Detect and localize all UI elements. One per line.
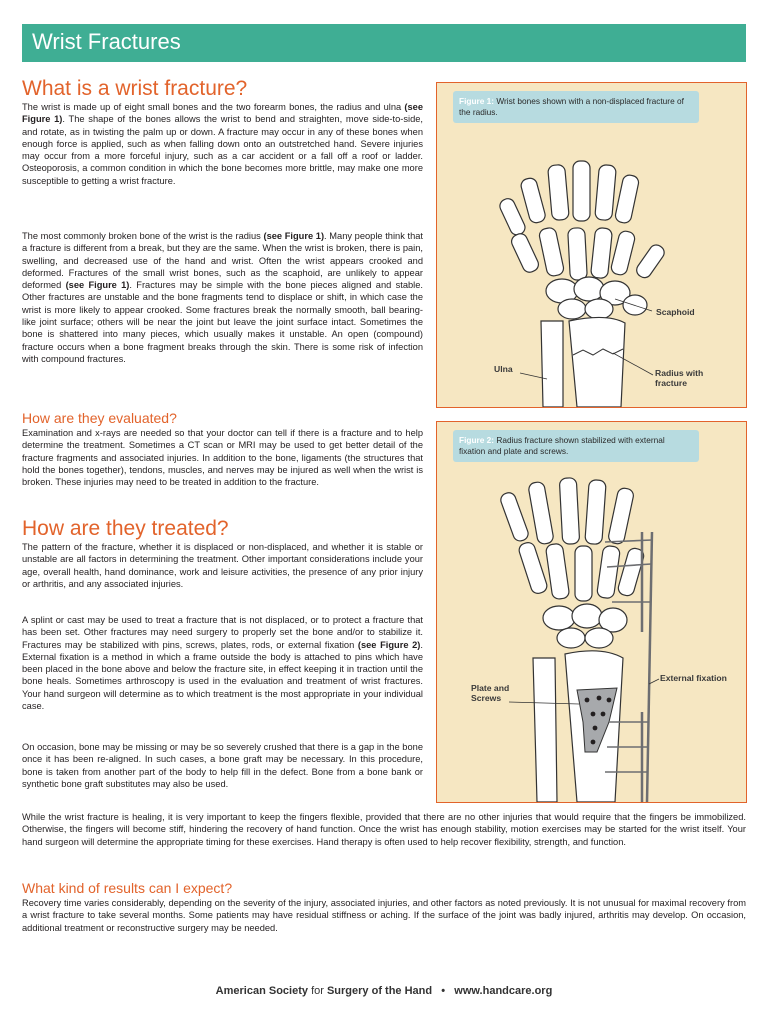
heading-results: What kind of results can I expect? — [22, 880, 233, 896]
figure-label: Figure 2: — [459, 435, 495, 445]
org-name-1: American Society — [215, 985, 308, 997]
caption-text: Wrist bones shown with a non-displaced f… — [459, 96, 684, 117]
section-treated-2: A splint or cast may be used to treat a … — [22, 614, 423, 712]
section-treated-3: On occasion, bone may be missing or may … — [22, 741, 423, 790]
label-ulna: Ulna — [494, 364, 513, 374]
what-paragraph-2: The most commonly broken bone of the wri… — [22, 230, 423, 365]
evaluated-paragraph: Examination and x-rays are needed so tha… — [22, 428, 423, 488]
section-treated: How are they treated? The pattern of the… — [22, 517, 423, 590]
figure-2-caption: Figure 2: Radius fracture shown stabiliz… — [453, 430, 699, 462]
section-evaluated: How are they evaluated? Examination and … — [22, 410, 423, 488]
label-line: fracture — [655, 378, 687, 388]
figure-1: Figure 1: Wrist bones shown with a non-d… — [436, 82, 747, 408]
label-line: Plate and — [471, 683, 510, 693]
section-results: What kind of results can I expect? Recov… — [22, 880, 746, 934]
section-what-2: The most commonly broken bone of the wri… — [22, 230, 423, 365]
label-line: Screws — [471, 693, 502, 703]
figure-label: Figure 1: — [459, 96, 495, 106]
figure-1-caption: Figure 1: Wrist bones shown with a non-d… — [453, 91, 699, 123]
label-radius-fracture: Radius with fracture — [655, 368, 703, 388]
heading-treated: How are they treated? — [22, 517, 229, 540]
text: The wrist is made up of eight small bone… — [22, 102, 405, 112]
figure-ref: (see Figure 1) — [22, 102, 423, 125]
caption-text: Radius fracture shown stabilized with ex… — [459, 435, 665, 456]
footer-bullet: • — [441, 985, 446, 997]
results-paragraph: Recovery time varies considerably, depen… — [22, 898, 746, 933]
figure-2: Figure 2: Radius fracture shown stabiliz… — [436, 421, 747, 803]
footer: American Society for Surgery of the Hand… — [0, 985, 768, 997]
label-scaphoid: Scaphoid — [656, 307, 695, 317]
text: . External fixation is a method in which… — [22, 639, 423, 712]
text: . Many people think that a fracture is d… — [22, 231, 424, 291]
text: . The shape of the bones allows the wris… — [22, 114, 423, 186]
label-external-fixation: External fixation — [660, 673, 727, 683]
page-title: Wrist Fractures — [32, 29, 181, 54]
section-treated-4: While the wrist fracture is healing, it … — [22, 811, 746, 848]
treated-paragraph-3: On occasion, bone may be missing or may … — [22, 742, 423, 789]
heading-evaluated: How are they evaluated? — [22, 410, 177, 426]
label-line: Radius with — [655, 368, 704, 378]
treated-paragraph-2: A splint or cast may be used to treat a … — [22, 614, 423, 712]
label-plate-screws: Plate and Screws — [471, 683, 509, 703]
wrist-bones-illustration — [499, 160, 665, 407]
fixation-illustration — [500, 477, 660, 802]
text: The most commonly broken bone of the wri… — [22, 231, 264, 241]
treated-paragraph-1: The pattern of the fracture, whether it … — [22, 542, 423, 589]
heading-what: What is a wrist fracture? — [22, 77, 248, 100]
text: A splint or cast may be used to treat a … — [22, 615, 423, 650]
figure-ref: (see Figure 1) — [65, 280, 130, 291]
figure-ref: (see Figure 2) — [357, 639, 421, 650]
footer-for: for — [311, 985, 324, 997]
footer-url[interactable]: www.handcare.org — [454, 985, 553, 997]
text: . Fractures may be simple with the bone … — [22, 280, 423, 364]
title-banner: Wrist Fractures — [22, 24, 746, 62]
figure-ref: (see Figure 1) — [263, 231, 325, 241]
what-paragraph-1: The wrist is made up of eight small bone… — [22, 101, 423, 187]
section-what: What is a wrist fracture? The wrist is m… — [22, 77, 423, 187]
treated-paragraph-4: While the wrist fracture is healing, it … — [22, 812, 746, 847]
org-name-2: Surgery of the Hand — [326, 985, 433, 997]
